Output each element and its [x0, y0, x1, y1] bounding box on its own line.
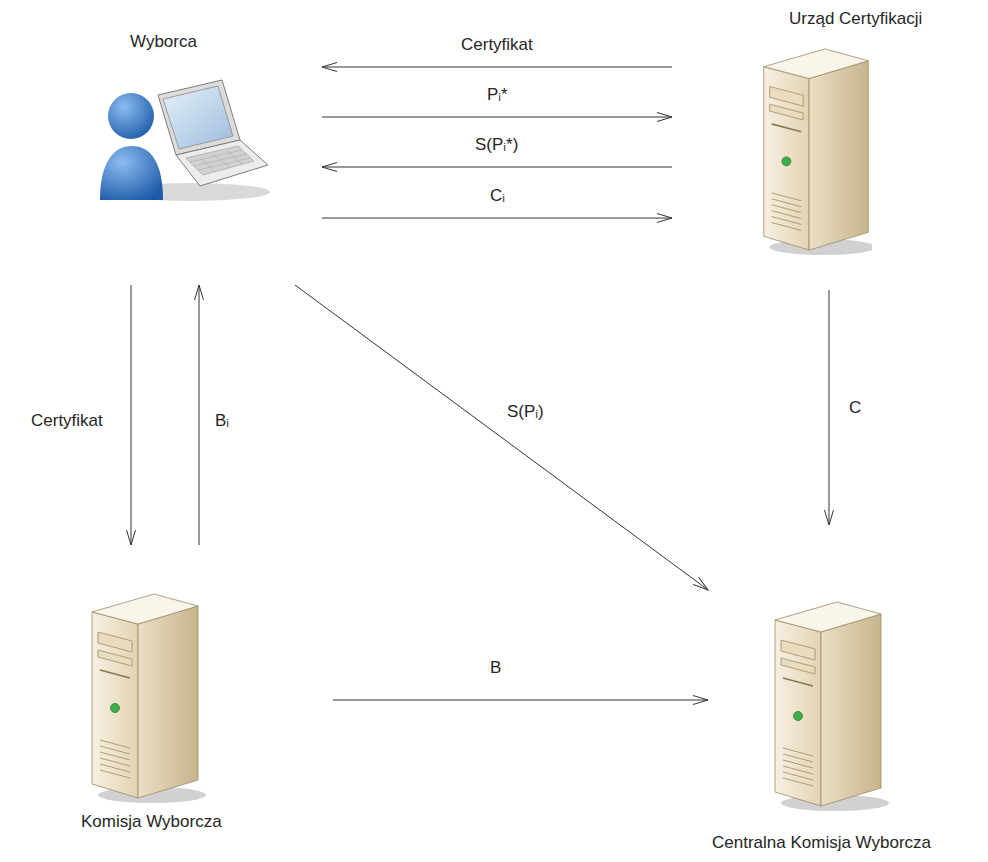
- arrow-connector: [829, 290, 830, 525]
- person-head: [108, 93, 154, 139]
- arrow-connector: [295, 285, 708, 590]
- edge-label: Bᵢ: [212, 411, 232, 431]
- edge-label: Cᵢ: [487, 186, 508, 206]
- laptop-base: [176, 140, 268, 186]
- arrow-connector: [322, 218, 672, 219]
- arrow-connector: [333, 700, 708, 701]
- edge-label: C: [846, 398, 864, 418]
- laptop-keyboard: [186, 146, 254, 175]
- keyboard-keys: [190, 150, 250, 172]
- person-body: [100, 146, 163, 200]
- edge-label: Certyfikat: [458, 35, 536, 55]
- arrow-connector: [131, 285, 132, 545]
- node-box: Wyborca: [40, 22, 322, 285]
- edge-label: Pᵢ*: [484, 85, 511, 105]
- server-icon: [775, 602, 889, 811]
- server-icon: [92, 594, 206, 803]
- node-label: Urząd Certyfikacji: [789, 8, 922, 30]
- arrow-connector: [322, 67, 672, 68]
- laptop-screen: [163, 86, 233, 149]
- node-label: Wyborca: [130, 31, 197, 53]
- node-box: Komisja Wyborcza: [30, 545, 333, 855]
- edge-label: S(Pᵢ*): [472, 135, 521, 155]
- node-label: Komisja Wyborcza: [81, 811, 222, 833]
- server-icon: [764, 49, 876, 255]
- edge-label: B: [487, 658, 504, 678]
- node-box: Urząd Certyfikacji: [672, 4, 978, 290]
- node-label: Centralna Komisja Wyborcza: [712, 832, 931, 854]
- node-box: Centralna Komisja Wyborcza: [708, 525, 980, 857]
- arrow-connector: [199, 285, 200, 545]
- edge-label: S(Pᵢ): [504, 402, 547, 422]
- arrow-connector: [322, 117, 672, 118]
- voter-icon: [100, 80, 270, 201]
- arrow-connector: [322, 167, 672, 168]
- edge-label: Certyfikat: [28, 411, 106, 431]
